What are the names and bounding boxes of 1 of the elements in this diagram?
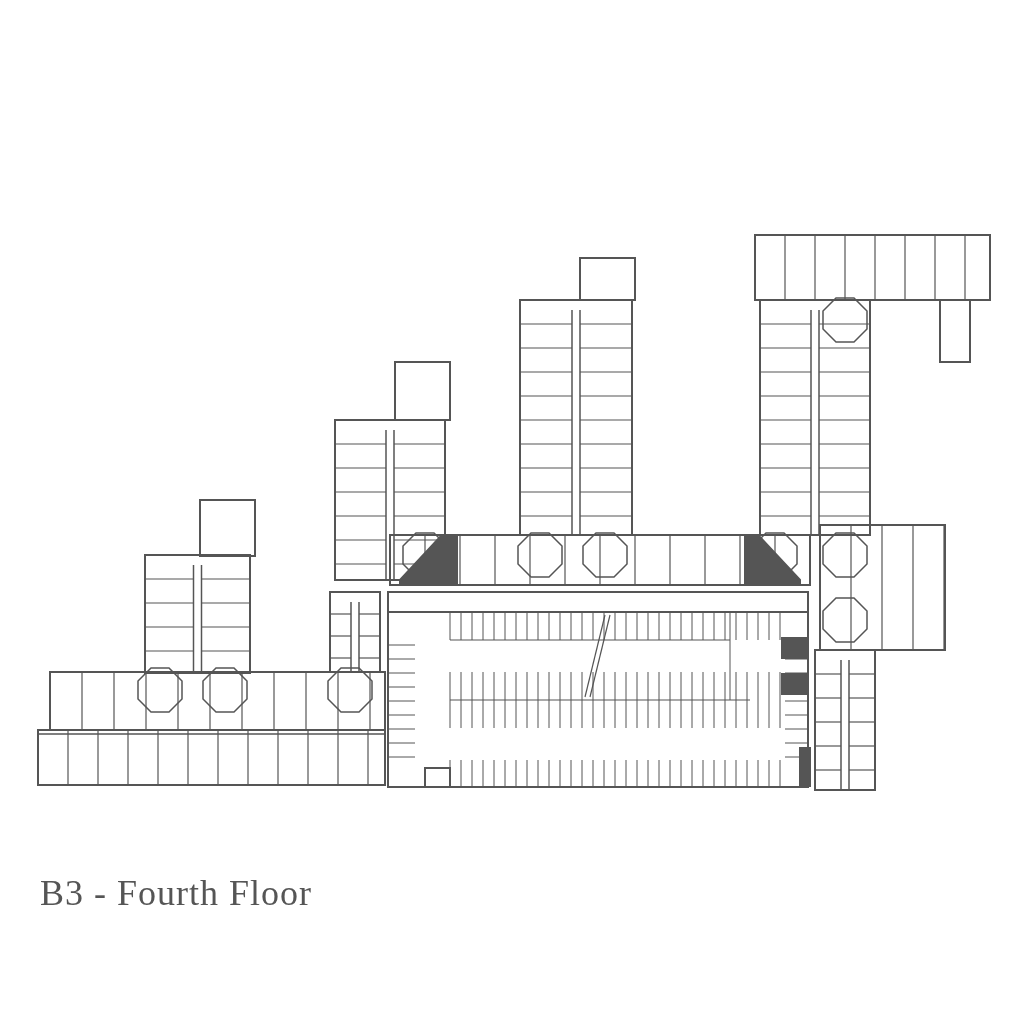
plan-title: B3 - Fourth Floor [40, 872, 313, 914]
